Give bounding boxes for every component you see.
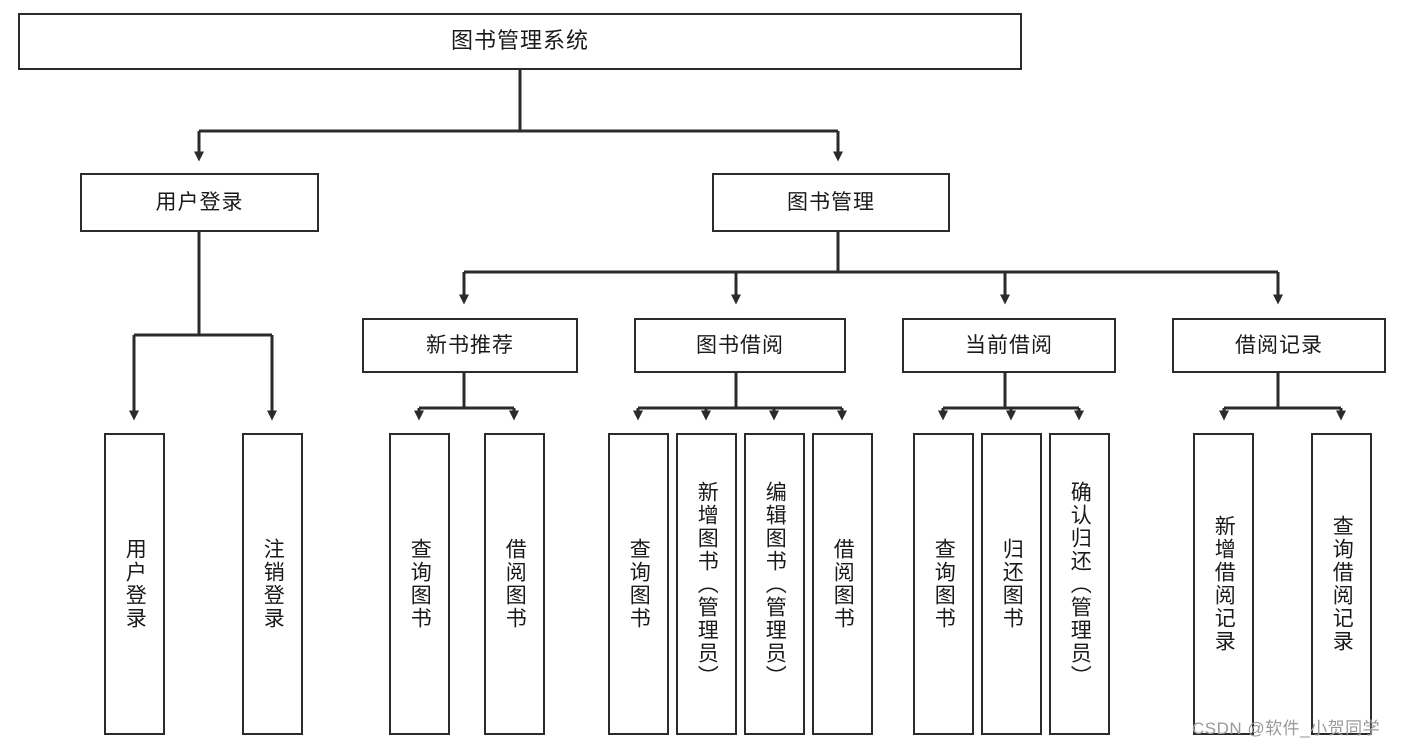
leaf-query-borrow-record[interactable]: 查询借阅记录	[1311, 433, 1372, 735]
leaf-query-book-borrow[interactable]: 查询图书	[608, 433, 669, 735]
node-borrow-records[interactable]: 借阅记录	[1172, 318, 1386, 373]
leaf-borrow-book[interactable]: 借阅图书	[812, 433, 873, 735]
leaf-return-book[interactable]: 归还图书	[981, 433, 1042, 735]
node-current-borrow[interactable]: 当前借阅	[902, 318, 1116, 373]
leaf-confirm-return-admin[interactable]: 确认归还（管理员）	[1049, 433, 1110, 735]
node-book-management[interactable]: 图书管理	[712, 173, 950, 232]
node-book-borrow[interactable]: 图书借阅	[634, 318, 846, 373]
csdn-watermark: CSDN @软件_小贺同学	[1192, 719, 1381, 738]
node-user-login[interactable]: 用户登录	[80, 173, 319, 232]
leaf-user-login[interactable]: 用户登录	[104, 433, 165, 735]
node-new-book-recommend[interactable]: 新书推荐	[362, 318, 578, 373]
node-root[interactable]: 图书管理系统	[18, 13, 1022, 70]
leaf-query-book-new[interactable]: 查询图书	[389, 433, 450, 735]
leaf-edit-book-admin[interactable]: 编辑图书（管理员）	[744, 433, 805, 735]
leaf-add-book-admin[interactable]: 新增图书（管理员）	[676, 433, 737, 735]
leaf-borrow-book-new[interactable]: 借阅图书	[484, 433, 545, 735]
leaf-add-borrow-record[interactable]: 新增借阅记录	[1193, 433, 1254, 735]
leaf-query-book-current[interactable]: 查询图书	[913, 433, 974, 735]
leaf-logout[interactable]: 注销登录	[242, 433, 303, 735]
